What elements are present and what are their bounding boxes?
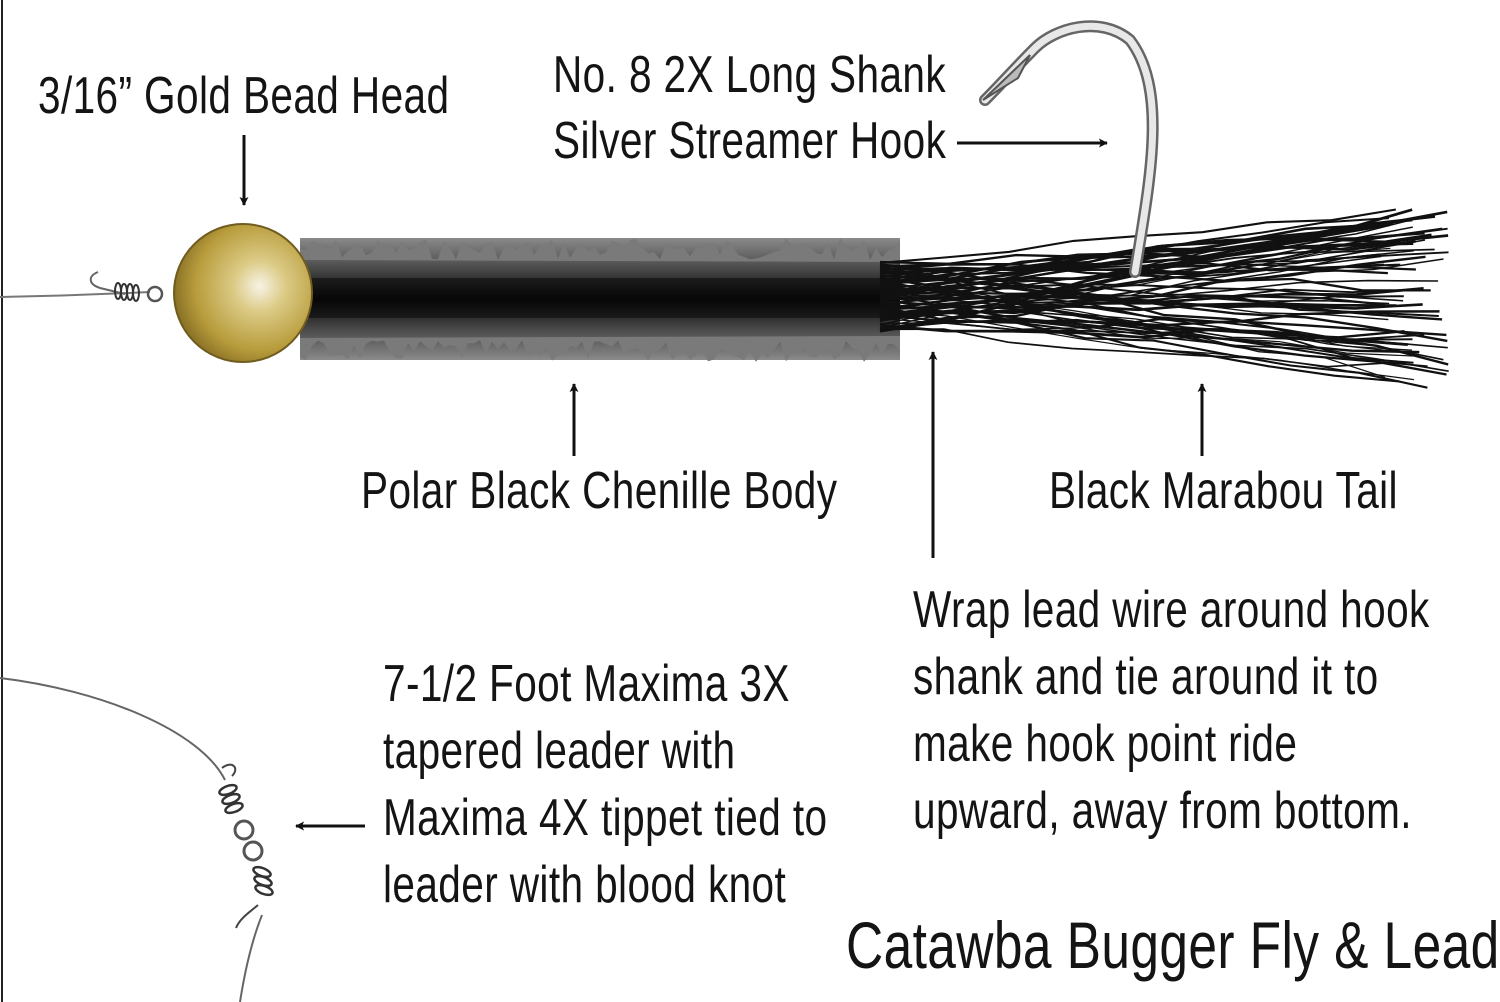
marabou-fiber bbox=[879, 255, 1426, 331]
leader-note-line: Maxima 4X tippet tied to bbox=[383, 789, 828, 847]
leader-note: 7-1/2 Foot Maxima 3X tapered leader with… bbox=[383, 651, 827, 919]
hook-label: No. 8 2X Long Shank Silver Streamer Hook bbox=[553, 42, 946, 174]
lead-wire-note-line: shank and tie around it to bbox=[913, 648, 1379, 706]
leader-note-line: leader with blood knot bbox=[383, 856, 787, 914]
marabou-tail bbox=[879, 208, 1449, 389]
hook-label-line: Silver Streamer Hook bbox=[553, 112, 947, 170]
tippet-line bbox=[0, 271, 164, 303]
leader-note-line: 7-1/2 Foot Maxima 3X bbox=[383, 655, 790, 713]
marabou-fiber bbox=[879, 247, 1391, 315]
gold-bead bbox=[173, 223, 313, 363]
streamer-hook bbox=[979, 20, 1159, 278]
marabou-fiber bbox=[879, 291, 1386, 306]
marabou-fiber bbox=[879, 299, 1420, 354]
marabou-fiber bbox=[879, 208, 1413, 333]
marabou-fiber bbox=[879, 293, 1390, 305]
marabou-fiber bbox=[879, 255, 1382, 322]
marabou-fiber bbox=[879, 263, 1449, 366]
marabou-fiber bbox=[879, 302, 1444, 361]
leader-knot-illustration bbox=[0, 677, 274, 1002]
marabou-fiber bbox=[879, 321, 1425, 341]
leader-note-line: tapered leader with bbox=[383, 722, 736, 780]
marabou-fiber bbox=[879, 277, 1386, 378]
lead-wire-note-line: upward, away from bottom. bbox=[913, 782, 1412, 840]
lead-wire-note-line: Wrap lead wire around hook bbox=[913, 581, 1430, 639]
marabou-fiber bbox=[879, 239, 1426, 300]
tail-label: Black Marabou Tail bbox=[1049, 462, 1398, 520]
bead-head-label: 3/16” Gold Bead Head bbox=[38, 67, 450, 125]
marabou-fiber bbox=[879, 232, 1425, 268]
marabou-fiber bbox=[879, 313, 1405, 339]
diagram-title: Catawba Bugger Fly & Leader bbox=[846, 908, 1500, 982]
hook-label-line: No. 8 2X Long Shank bbox=[553, 46, 947, 104]
chenille-body bbox=[300, 238, 900, 362]
marabou-fiber bbox=[879, 215, 1425, 306]
lead-wire-note: Wrap lead wire around hook shank and tie… bbox=[913, 577, 1430, 845]
lead-wire-note-line: make hook point ride bbox=[913, 715, 1298, 773]
body-label: Polar Black Chenille Body bbox=[361, 462, 838, 520]
marabou-fiber bbox=[879, 311, 1414, 381]
